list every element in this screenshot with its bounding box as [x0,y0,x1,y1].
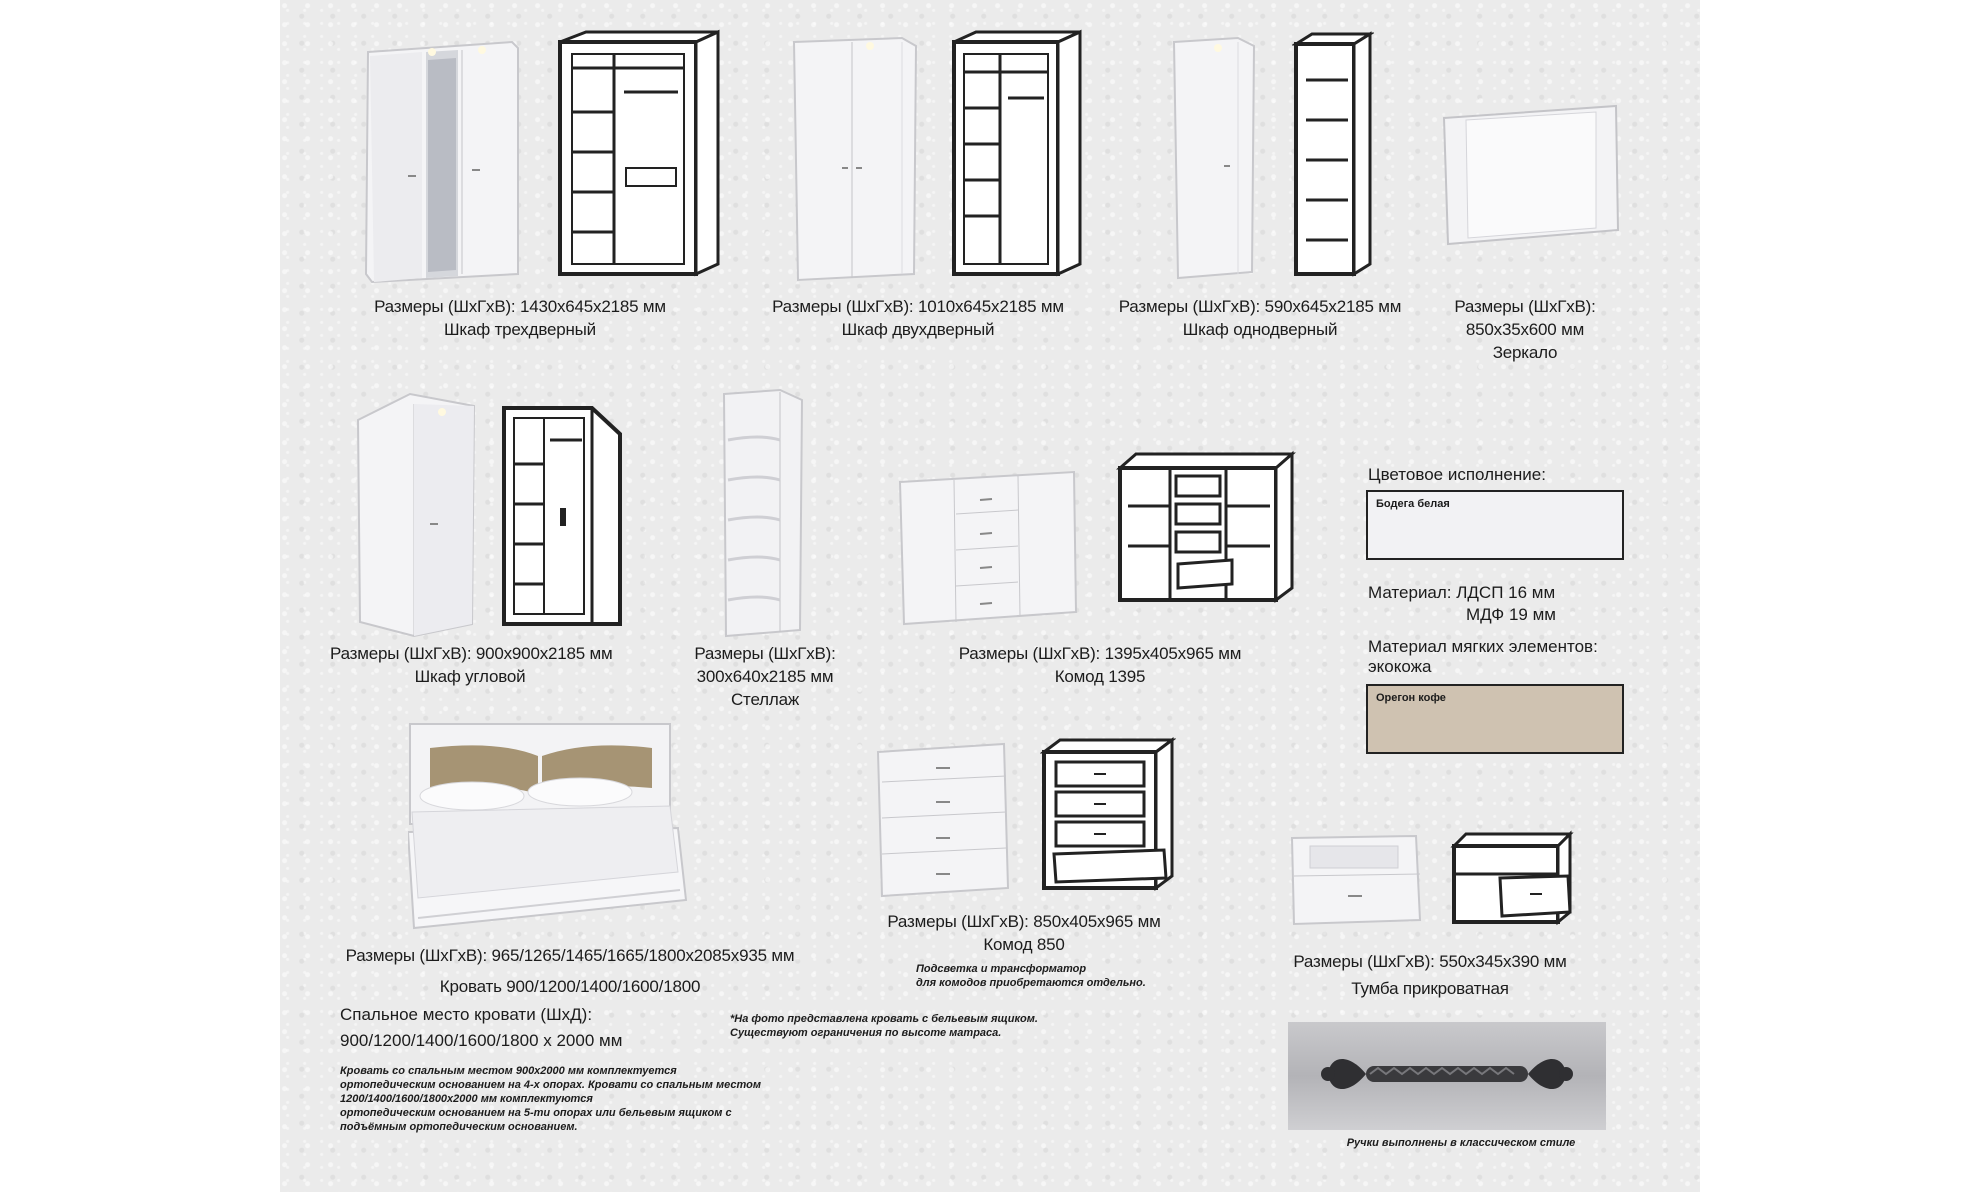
bed-base-note: Кровать со спальным местом 900х2000 мм к… [340,1065,762,1133]
wardrobe3-name: Шкаф трехдверный [444,320,596,339]
wardrobe1-dims: Размеры (ШхГхВ): 590х645х2185 мм [1118,297,1402,316]
mirror-image [1442,104,1620,246]
shelf-dims: 300х640х2185 мм [696,667,834,686]
handle-note: Ручки выполнены в классическом стиле [1346,1137,1576,1149]
chest850-note: Подсветка и трансформатор для комодов пр… [916,963,1146,989]
mirror-caption: Размеры (ШхГхВ): 850х35х600 мм Зеркало [1440,295,1610,364]
handle-image [1288,1022,1606,1130]
chest1395-name: Комод 1395 [1054,667,1146,686]
swatch-soft-name: Орегон кофе [1376,692,1446,704]
color-title: Цветовое исполнение: [1368,465,1546,484]
chest850-dims: Размеры (ШхГхВ): 850х405х965 мм [887,912,1161,931]
shelf-caption: Размеры (ШхГхВ): 300х640х2185 мм Стеллаж [680,642,850,711]
nightstand-photo [1290,834,1422,926]
wardrobe3-dims: Размеры (ШхГхВ): 1430х645х2185 мм [374,297,666,316]
wardrobe2-dims: Размеры (ШхГхВ): 1010х645х2185 мм [772,297,1064,316]
swatch-body: Бодега белая [1366,490,1624,560]
wardrobe2-name: Шкаф двухдверный [841,320,995,339]
corner-caption: Размеры (ШхГхВ): 900х900х2185 мм Шкаф уг… [330,642,613,688]
bed-sleep-value: 900/1200/1400/1600/1800 х 2000 мм [340,1031,623,1050]
swatch-body-name: Бодега белая [1376,498,1450,510]
catalog-sheet: Размеры (ШхГхВ): 1430х645х2185 мм Шкаф т… [280,0,1700,1192]
mirror-dims-label: Размеры (ШхГхВ): [1454,297,1596,316]
wardrobe1-photo [1172,36,1256,280]
mirror-name: Зеркало [1492,343,1558,362]
soft-title: Материал мягких элементов: [1368,637,1598,656]
bed-caption: Размеры (ШхГхВ): 965/1265/1465/1665/1800… [320,944,820,998]
mirror-dims: 850х35х600 мм [1465,320,1585,339]
wardrobe2-photo [792,36,918,282]
photo-note: *На фото представлена кровать с бельевым… [730,1013,1038,1039]
nightstand-caption: Размеры (ШхГхВ): 550х345х390 мм Тумба пр… [1270,950,1590,1000]
wardrobe2-scheme [952,29,1082,277]
material-mdf-label: МДФ 19 мм [1466,605,1556,624]
shelf-image [722,388,804,638]
chest1395-photo [898,470,1078,626]
bed-sleep-label: Спальное место кровати (ШхД): [340,1005,593,1024]
wardrobe2-caption: Размеры (ШхГхВ): 1010х645х2185 мм Шкаф д… [748,295,1088,341]
wardrobe3-scheme [558,29,720,277]
chest1395-caption: Размеры (ШхГхВ): 1395х405х965 мм Комод 1… [940,642,1260,688]
bed-name: Кровать 900/1200/1400/1600/1800 [439,977,701,996]
nightstand-scheme [1450,830,1574,926]
wardrobe3-photo [364,40,519,284]
chest1395-dims: Размеры (ШхГхВ): 1395х405х965 мм [958,644,1242,663]
nightstand-name: Тумба прикроватная [1351,979,1509,998]
chest1395-scheme [1116,450,1296,603]
corner-photo [356,392,476,638]
corner-dims: Размеры (ШхГхВ): 900х900х2185 мм [330,644,613,663]
bed-photo [408,723,688,930]
soft-material: экокожа [1368,657,1432,676]
chest850-caption: Размеры (ШхГхВ): 850х405х965 мм Комод 85… [854,910,1194,956]
material-label: Материал: ЛДСП 16 мм [1368,583,1556,602]
swatch-soft: Орегон кофе [1366,684,1624,754]
corner-name: Шкаф угловой [414,667,526,686]
bed-dims: Размеры (ШхГхВ): 965/1265/1465/1665/1800… [345,946,795,965]
nightstand-dims: Размеры (ШхГхВ): 550х345х390 мм [1293,952,1567,971]
shelf-dims-label: Размеры (ШхГхВ): [694,644,836,663]
corner-scheme [502,406,622,626]
chest850-scheme [1040,737,1176,891]
wardrobe1-scheme [1292,31,1374,277]
wardrobe1-caption: Размеры (ШхГхВ): 590х645х2185 мм Шкаф од… [1100,295,1420,341]
chest850-name: Комод 850 [983,935,1065,954]
wardrobe1-name: Шкаф однодверный [1182,320,1338,339]
chest850-photo [876,742,1010,898]
wardrobe3-caption: Размеры (ШхГхВ): 1430х645х2185 мм Шкаф т… [330,295,710,341]
shelf-name: Стеллаж [730,690,800,709]
